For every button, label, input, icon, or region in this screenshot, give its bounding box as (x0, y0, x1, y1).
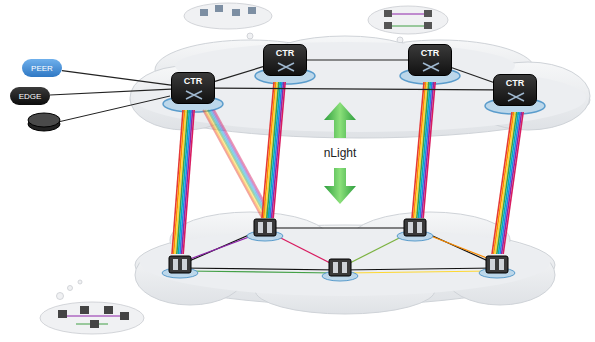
optical-node-icon (342, 262, 347, 273)
peer-router: PEER (22, 59, 62, 77)
fiber-strand (502, 112, 522, 254)
optical-node-icon (169, 256, 191, 273)
router-glyph-line (423, 63, 439, 71)
node-label: CTR (421, 48, 440, 58)
link-line (50, 89, 171, 95)
router-box: CTR (171, 72, 215, 104)
link-line (452, 68, 493, 82)
node-label: EDGE (19, 92, 42, 101)
link-line (307, 59, 408, 60)
fiber-strand (420, 82, 432, 218)
optical-layer-cloud (135, 212, 555, 314)
optical-node-icon (254, 219, 276, 236)
fiber-strand (206, 110, 265, 218)
fiber-strand (209, 110, 268, 218)
fiber-strand (203, 110, 262, 218)
fiber-strand (500, 112, 520, 254)
fiber-strand (182, 110, 193, 254)
optical-node-icon (173, 259, 178, 270)
optical-node-icon (486, 256, 508, 273)
router-glyph (184, 90, 204, 100)
router-glyph-line (278, 63, 294, 71)
router-box: CTR (263, 44, 307, 76)
optical-layer-cloud (140, 228, 550, 296)
router-glyph (421, 62, 441, 72)
link-line (62, 71, 171, 85)
fiber-strand (272, 82, 284, 218)
node-label: CTR (184, 76, 203, 86)
fiber-strand (273, 82, 285, 218)
router-glyph (506, 92, 526, 102)
router-glyph-line (508, 93, 524, 101)
link-line (58, 96, 170, 122)
fiber-strand (423, 82, 435, 218)
fiber-strand (270, 82, 282, 218)
edge-router: EDGE (10, 87, 50, 105)
fiber-strand (183, 110, 194, 254)
fiber-strand (503, 112, 523, 254)
router-icon (28, 113, 60, 127)
optical-node-icon (408, 222, 413, 233)
router-platform (163, 68, 545, 114)
node-label: CTR (276, 48, 295, 58)
router-glyph (276, 62, 296, 72)
optical-node-icon (258, 222, 263, 233)
optical-node-icon (499, 259, 504, 270)
router-glyph-line (186, 91, 202, 99)
node-label: PEER (31, 64, 53, 73)
optical-node-icon (267, 222, 272, 233)
optical-node-icon (182, 259, 187, 270)
optical-node-icon (490, 259, 495, 270)
fiber-strand (422, 82, 434, 218)
router-box: CTR (493, 74, 537, 106)
router-box: CTR (408, 44, 452, 76)
optical-node-icon (333, 262, 338, 273)
optical-node-icon (417, 222, 422, 233)
fiber-bundle (172, 82, 523, 254)
link-line (215, 88, 493, 90)
node-label: CTR (506, 78, 525, 88)
fiber-strand (208, 110, 267, 218)
fiber-strand (211, 110, 270, 218)
optical-node (162, 219, 515, 281)
fiber-strand (498, 112, 518, 254)
link-line (215, 67, 263, 82)
layer-label: nLight (321, 145, 360, 161)
optical-node-icon (329, 259, 351, 276)
fiber-strand (205, 110, 264, 218)
optical-node-icon (404, 219, 426, 236)
